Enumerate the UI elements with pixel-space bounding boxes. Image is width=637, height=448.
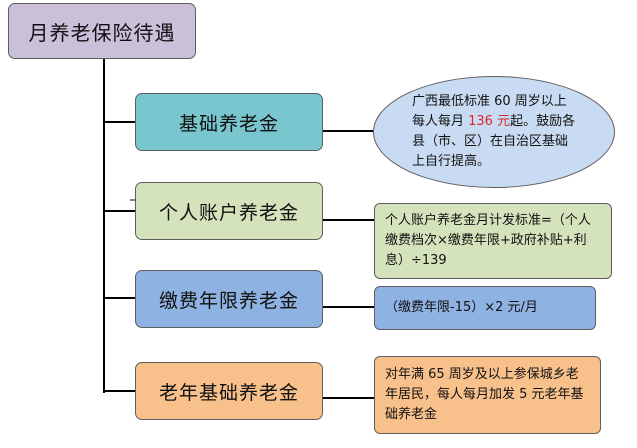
branch-basic-label: 基础养老金: [178, 112, 279, 135]
note-elderly-text: 对年满 65 周岁及以上参保城乡老年居民，每人每月加发 5 元老年基础养老金: [385, 367, 584, 422]
title-box: 月养老保险待遇: [8, 3, 196, 59]
branch-personal-account: 个人账户养老金: [135, 182, 323, 240]
branch-contribution-years: 缴费年限养老金: [135, 270, 323, 328]
note-basic-text: 广西最低标准 60 周岁以上每人每月 136 元起。鼓励各县（市、区）在自治区基…: [412, 92, 576, 172]
branch-personal-label: 个人账户养老金: [158, 201, 299, 224]
note-years-box: （缴费年限-15）×2 元/月: [374, 286, 596, 330]
note-basic-before: 广西最低标准 60 周岁以上每人每月: [412, 94, 567, 129]
branch-basic-pension: 基础养老金: [135, 93, 323, 151]
note-basic-ellipse: 广西最低标准 60 周岁以上每人每月 136 元起。鼓励各县（市、区）在自治区基…: [373, 76, 615, 188]
note-years-text: （缴费年限-15）×2 元/月: [385, 300, 538, 315]
branch-years-label: 缴费年限养老金: [158, 289, 299, 312]
note-basic-highlight: 136 元: [468, 114, 511, 129]
note-basic-after: 起。鼓励各县（市、区）在自治区基础上自行提高。: [412, 114, 576, 169]
branch-elderly-label: 老年基础养老金: [158, 381, 299, 404]
note-elderly-box: 对年满 65 周岁及以上参保城乡老年居民，每人每月加发 5 元老年基础养老金: [374, 356, 601, 434]
note-personal-text: 个人账户养老金月计发标准=（个人缴费档次×缴费年限+政府补贴+利息）÷139: [385, 213, 591, 268]
note-personal-box: 个人账户养老金月计发标准=（个人缴费档次×缴费年限+政府补贴+利息）÷139: [374, 203, 612, 279]
title-text: 月养老保险待遇: [28, 20, 176, 45]
branch-elderly-basic: 老年基础养老金: [135, 362, 323, 420]
